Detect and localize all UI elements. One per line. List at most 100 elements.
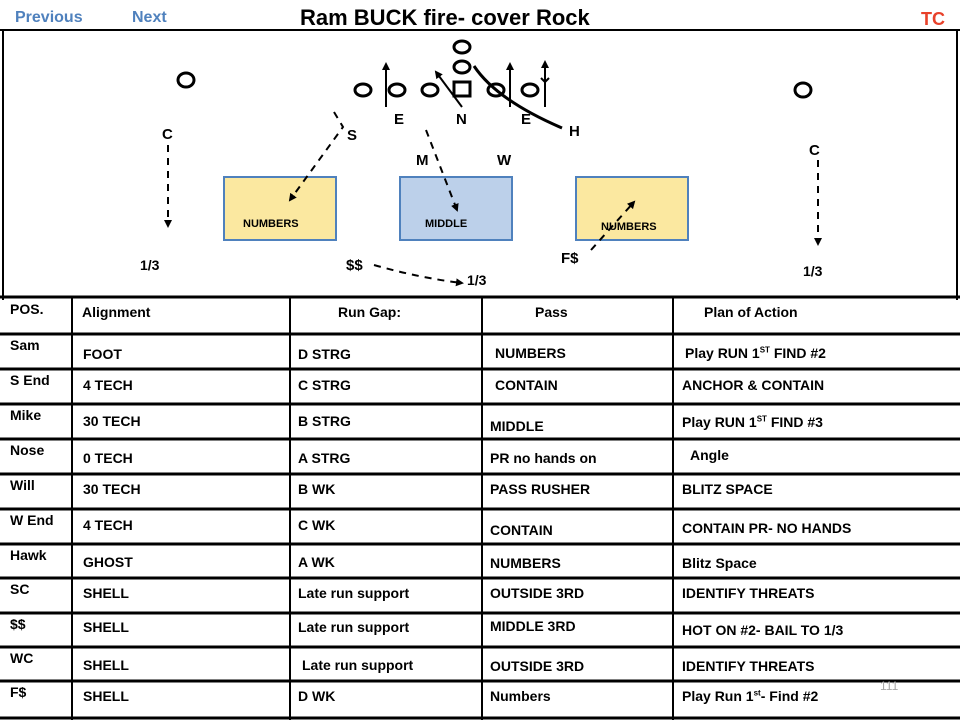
- row-alignment-cell: GHOST: [83, 554, 133, 570]
- row-plan-cell: IDENTIFY THREATS: [682, 585, 815, 601]
- row-run-gap-cell: B WK: [298, 481, 336, 497]
- row-pass-cell: NUMBERS: [495, 345, 566, 361]
- row-pass-cell: PASS RUSHER: [490, 481, 591, 497]
- label-m: M: [416, 152, 429, 169]
- corner-tag: TC: [921, 9, 945, 29]
- row-pass-cell: MIDDLE 3RD: [490, 618, 576, 634]
- row-plan-text: Blitz Space: [682, 555, 757, 571]
- row-pos-cell: SC: [10, 581, 30, 597]
- row-plan-cell: IDENTIFY THREATS: [682, 658, 815, 674]
- header-pos: POS.: [10, 301, 44, 317]
- row-plan-cell: BLITZ SPACE: [682, 481, 773, 497]
- previous-link[interactable]: Previous: [15, 9, 83, 26]
- third-right-label: 1/3: [803, 263, 823, 279]
- row-pass-cell: Numbers: [490, 688, 551, 704]
- page-number: 111: [880, 679, 899, 693]
- label-e-right: E: [521, 111, 531, 128]
- row-plan-cell: Play Run 1st- Find #2: [682, 688, 818, 704]
- row-alignment-cell: FOOT: [83, 346, 122, 362]
- offense-center: [452, 80, 472, 98]
- label-fs: F$: [561, 250, 579, 267]
- row-run-gap-cell: Late run support: [298, 619, 410, 635]
- header-pass: Pass: [535, 304, 568, 320]
- row-plan-superscript: ST: [759, 345, 770, 355]
- row-run-gap-cell: D WK: [298, 688, 336, 704]
- row-plan-text: CONTAIN PR- NO HANDS: [682, 520, 852, 536]
- row-plan-cell: ANCHOR & CONTAIN: [682, 377, 824, 393]
- row-run-gap-cell: B STRG: [298, 413, 351, 429]
- label-h: H: [569, 123, 580, 140]
- row-plan-text: Play Run 1: [682, 688, 754, 704]
- row-pos-cell: W End: [10, 512, 54, 528]
- row-plan-text: IDENTIFY THREATS: [682, 658, 815, 674]
- row-pos-cell: Sam: [10, 337, 40, 353]
- row-plan-superscript: st: [753, 688, 761, 698]
- ss-rotation: [373, 264, 464, 287]
- row-plan-text: IDENTIFY THREATS: [682, 585, 815, 601]
- row-alignment-cell: SHELL: [83, 585, 129, 601]
- row-pos-cell: $$: [10, 616, 26, 632]
- row-plan-cell: Play RUN 1ST FIND #3: [682, 414, 823, 430]
- label-c-right: C: [809, 142, 820, 159]
- row-pass-cell: CONTAIN: [490, 522, 553, 538]
- zone-left-label: NUMBERS: [243, 218, 299, 230]
- header-alignment: Alignment: [82, 304, 151, 320]
- row-run-gap-cell: Late run support: [298, 585, 410, 601]
- row-plan-cell: HOT ON #2- BAIL TO 1/3: [682, 622, 843, 638]
- fs-rotation: [590, 200, 636, 251]
- third-left-label: 1/3: [140, 257, 160, 273]
- row-alignment-cell: SHELL: [83, 657, 129, 673]
- row-plan-text: ANCHOR & CONTAIN: [682, 377, 825, 393]
- row-plan-text: Angle: [690, 447, 729, 463]
- n-rush-arrow: [434, 70, 463, 108]
- offense-player-lt: [387, 82, 407, 98]
- label-s: S: [347, 127, 357, 144]
- third-middle-label: 1/3: [467, 272, 487, 288]
- row-alignment-cell: 4 TECH: [83, 377, 133, 393]
- row-run-gap-cell: A WK: [298, 554, 335, 570]
- s-drop: [288, 111, 345, 202]
- label-c-left: C: [162, 126, 173, 143]
- row-plan-end: FIND #2: [769, 345, 826, 361]
- row-plan-end: FIND #3: [766, 414, 823, 430]
- row-alignment-cell: 4 TECH: [83, 517, 133, 533]
- row-run-gap-cell: C WK: [298, 517, 336, 533]
- row-pass-cell: CONTAIN: [495, 377, 558, 393]
- zone-left-numbers: [223, 176, 337, 241]
- row-pos-cell: Hawk: [10, 547, 47, 563]
- row-plan-superscript: ST: [756, 414, 767, 424]
- row-alignment-cell: SHELL: [83, 619, 129, 635]
- row-plan-text: Play RUN 1: [682, 414, 757, 430]
- row-alignment-cell: 30 TECH: [83, 413, 141, 429]
- row-plan-text: Play RUN 1: [685, 345, 760, 361]
- row-plan-text: HOT ON #2- BAIL TO 1/3: [682, 622, 844, 638]
- offense-player-lg: [420, 82, 440, 98]
- header-plan: Plan of Action: [704, 304, 798, 320]
- row-pos-cell: F$: [10, 684, 27, 700]
- row-run-gap-cell: C STRG: [298, 377, 351, 393]
- play-diagram: E N E H S M W C C F$ $$ NUMBERS MIDDLE N…: [0, 29, 960, 300]
- label-e-left: E: [394, 111, 404, 128]
- label-w: W: [497, 152, 512, 169]
- next-link[interactable]: Next: [132, 9, 167, 26]
- offense-player-wr-right: [793, 81, 813, 99]
- zone-middle-label: MIDDLE: [425, 218, 467, 230]
- row-alignment-cell: 0 TECH: [83, 450, 133, 466]
- row-pos-cell: Nose: [10, 442, 45, 458]
- offense-player-te: [353, 82, 373, 98]
- row-pass-cell: MIDDLE: [490, 418, 544, 434]
- row-run-gap-cell: D STRG: [298, 346, 351, 362]
- row-pass-cell: PR no hands on: [490, 450, 597, 466]
- row-run-gap-cell: Late run support: [302, 657, 414, 673]
- offense-player-wr-left: [176, 71, 196, 89]
- row-pos-cell: S End: [10, 372, 50, 388]
- row-run-gap-cell: A STRG: [298, 450, 351, 466]
- header-run-gap: Run Gap:: [338, 304, 401, 320]
- offense-player-back: [452, 39, 472, 55]
- row-plan-cell: Play RUN 1ST FIND #2: [685, 345, 826, 361]
- zone-right-label: NUMBERS: [601, 221, 657, 233]
- row-pos-cell: WC: [10, 650, 34, 666]
- row-plan-cell: Blitz Space: [682, 555, 757, 571]
- row-pass-cell: OUTSIDE 3RD: [490, 585, 585, 601]
- hawk-blitz-path: [472, 65, 563, 130]
